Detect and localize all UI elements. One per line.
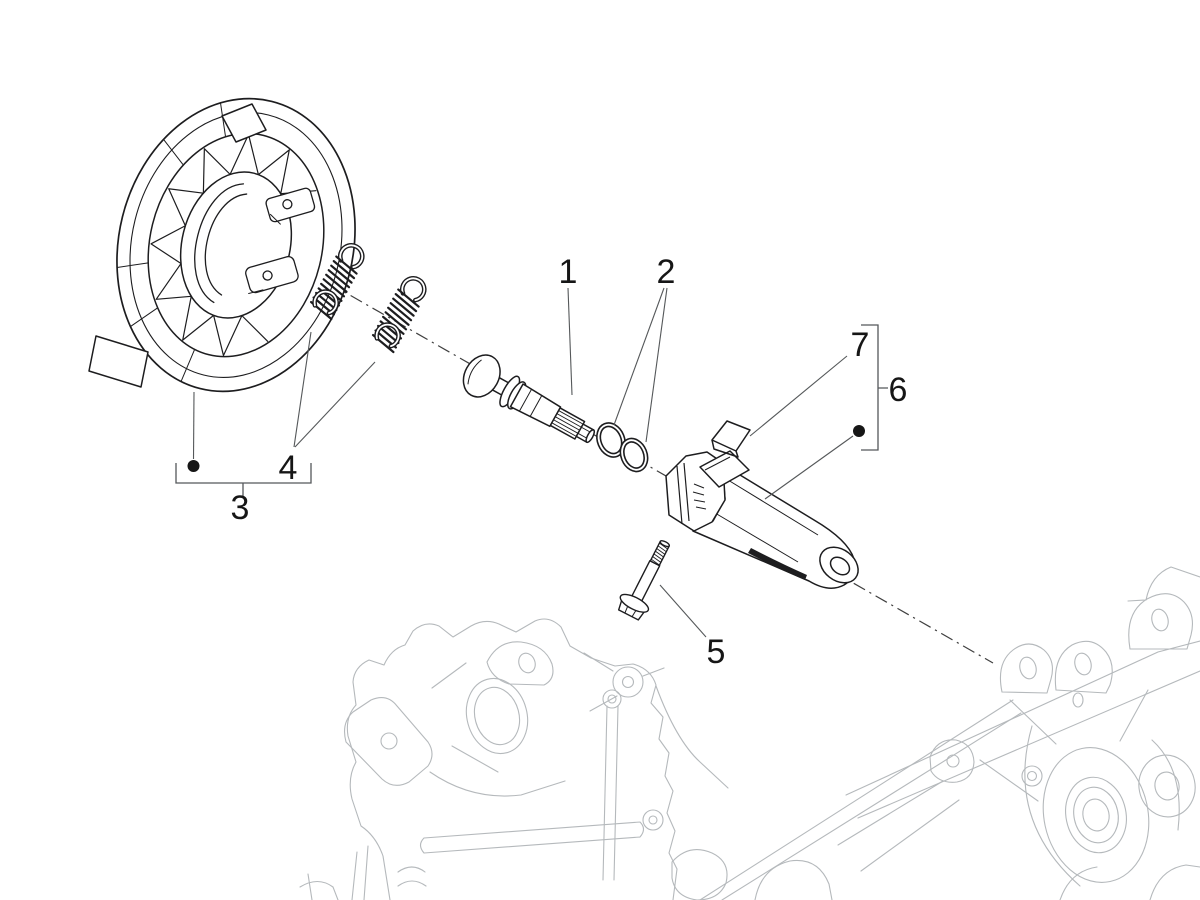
shoe-lining-edge (194, 183, 248, 304)
leader-4b (294, 361, 376, 448)
callout-label-1: 1 (559, 253, 578, 291)
lever-spline-teeth (692, 483, 707, 510)
leader-2b (645, 287, 668, 443)
lever-key (711, 420, 751, 458)
leader-lines (175, 287, 888, 638)
leader-4a (293, 331, 312, 448)
leader-6-dot (764, 435, 854, 500)
flange-bolt (617, 540, 671, 621)
leader-5 (659, 584, 707, 638)
callout-label-2: 2 (657, 253, 676, 291)
brake-camshaft (462, 354, 596, 444)
shoe-cam-fitting-lower (245, 255, 299, 294)
callout-label-3: 3 (231, 489, 250, 527)
brake-shoe-assembly (88, 97, 356, 393)
o-ring-2 (619, 437, 649, 473)
shoe-anchor-tab-top (221, 103, 267, 143)
leader-3-dot (192, 391, 195, 460)
return-spring-1 (309, 243, 365, 321)
brake-lever-arm (665, 450, 859, 589)
lever-top-plate (699, 450, 750, 488)
callout-label-4: 4 (279, 449, 298, 487)
engine-crankcase-background (299, 566, 1200, 900)
bullet-dot-3 (187, 460, 200, 472)
shoe-cam-fitting-upper (265, 187, 316, 225)
callout-label-5: 5 (707, 633, 726, 671)
bullet-dot-6 (853, 425, 865, 437)
bracket-3 (175, 463, 312, 497)
leader-1 (567, 287, 573, 396)
callout-label-6: 6 (889, 371, 908, 409)
callout-label-7: 7 (851, 326, 870, 364)
bracket-6 (861, 324, 888, 451)
shoe-anchor-tab-bottom (88, 335, 149, 388)
return-spring-2 (371, 276, 427, 354)
lever-arm-slot (748, 548, 807, 580)
leader-2a (613, 287, 665, 426)
o-ring-1 (596, 422, 626, 458)
leader-7 (749, 355, 848, 437)
